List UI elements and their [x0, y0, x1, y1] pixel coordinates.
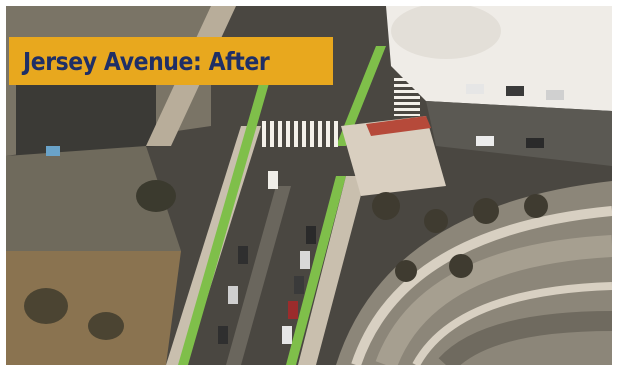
plaza-red-edge: [366, 116, 431, 136]
caption-title: Jersey Avenue: After: [23, 46, 270, 76]
tree: [136, 180, 176, 212]
tree: [524, 194, 548, 218]
building-dome: [391, 6, 501, 59]
median: [226, 186, 291, 365]
plaza: [341, 116, 446, 196]
aerial-photo-frame: Jersey Avenue: After: [6, 6, 612, 365]
curved-ramp-lane: [351, 206, 612, 365]
bike-lane-upper: [336, 46, 386, 146]
tree: [395, 260, 417, 282]
lower-left-dirt-lot: [6, 251, 181, 365]
bike-lane-right: [286, 176, 346, 365]
caption-banner: Jersey Avenue: After: [9, 37, 333, 85]
bike-lane-left: [178, 66, 274, 365]
parking-lot-left: [16, 66, 156, 156]
tree: [473, 198, 499, 224]
parked-cars: [46, 84, 564, 344]
crosswalk: [261, 121, 341, 147]
tree: [449, 254, 473, 278]
tree: [372, 192, 400, 220]
parking-garage-right: [426, 101, 612, 166]
curved-ramp-lane: [375, 235, 612, 365]
tree: [88, 312, 124, 340]
tree: [424, 209, 448, 233]
sidewalk-right: [298, 176, 366, 365]
curved-ramp-lane: [412, 282, 612, 365]
lower-left-grass: [6, 146, 181, 251]
tree: [24, 288, 68, 324]
curved-ramp-lane: [438, 311, 612, 365]
